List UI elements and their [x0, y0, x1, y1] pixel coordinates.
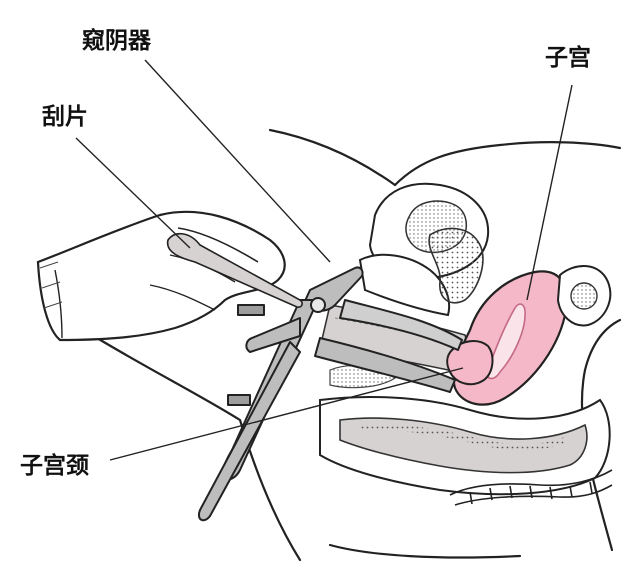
leader-lines [75, 59, 573, 461]
label-uterus: 子宫 [545, 45, 591, 71]
label-spatula: 刮片 [42, 104, 88, 130]
pubic-region [358, 227, 484, 317]
speculum-instrument [198, 266, 463, 522]
cervix-shape [446, 340, 494, 386]
leader-line-cervix [109, 367, 464, 461]
ovary [570, 282, 598, 310]
label-speculum: 窥阴器 [82, 28, 151, 54]
leader-line-uterus [526, 84, 573, 301]
leader-line-speculum [144, 59, 331, 263]
label-cervix: 子宫颈 [20, 453, 89, 479]
spatula-tool [166, 232, 303, 308]
sacrum [449, 469, 613, 506]
leader-line-spatula [75, 137, 191, 249]
body-outline [90, 128, 622, 562]
